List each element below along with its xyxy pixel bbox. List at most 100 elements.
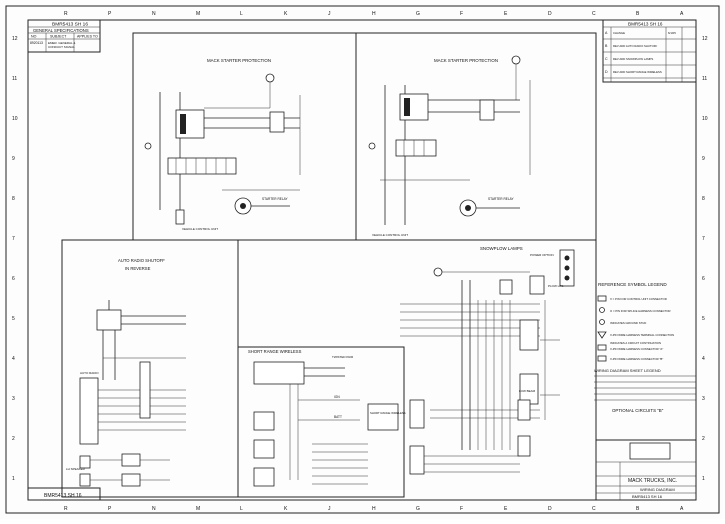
zone-number-left-8: 8	[12, 196, 15, 202]
zone-number-right-10: 10	[702, 116, 708, 122]
zone-letter-top-n: N	[152, 11, 156, 17]
spec-col-subject: SUBJECT	[50, 35, 67, 39]
title-block: MACK TRUCKS, INC. WIRING DIAGRAM BMR5413…	[595, 439, 697, 501]
optional-circuits-label: OPTIONAL CIRCUITS "B"	[612, 408, 664, 413]
zone-letter-bottom-b: B	[636, 506, 640, 512]
zone-number-right-3: 3	[702, 396, 705, 402]
mack-starter-left-title: MACK STARTER PROTECTION	[207, 58, 271, 63]
power-junction-label: POWER OPTION	[530, 253, 554, 257]
vehicle-control-left: VEHICLE CONTROL UNIT	[182, 227, 218, 231]
legend-item: X-PIN WIRE HARNESS CONNECTOR "A"	[610, 347, 663, 351]
zone-number-right-11: 11	[702, 76, 707, 82]
zone-number-right-4: 4	[702, 356, 705, 362]
zone-letter-bottom-f: F	[460, 506, 463, 512]
spec-col-no: NO	[31, 35, 37, 39]
zone-number-right-1: 1	[702, 476, 705, 482]
low-beam-relay-label: LOW BEAM	[519, 389, 536, 393]
wiring-legend-rows	[594, 375, 696, 401]
zone-letter-top-g: G	[416, 11, 420, 17]
zone-letter-bottom-e: E	[504, 506, 508, 512]
zone-letter-bottom-p: P	[108, 506, 112, 512]
legend-title: REFERENCE SYMBOL LEGEND	[598, 282, 667, 287]
zone-letter-top-r: R	[64, 11, 68, 17]
panel-short-range: SHORT RANGE WIRELESS TWISTED PAIR IGN BA…	[237, 346, 406, 498]
zone-number-left-9: 9	[12, 156, 15, 162]
zone-number-left-5: 5	[12, 316, 15, 322]
snowplow-title: SNOWPLOW LAMPS	[480, 246, 523, 251]
zone-number-right-12: 12	[702, 36, 708, 42]
zone-number-left-3: 3	[12, 396, 15, 402]
outer-border	[5, 5, 720, 514]
general-spec-box: BMR5413 SH 16 GENERAL SPECIFICATIONS NO …	[27, 19, 101, 53]
twisted-pair-label: TWISTED PAIR	[332, 355, 354, 359]
inner-border	[27, 19, 697, 501]
spec-row-subject: EMER. GENERAL &	[48, 41, 75, 45]
zone-letter-bottom-c: C	[592, 506, 596, 512]
zone-letter-top-h: H	[372, 11, 376, 17]
zone-letter-top-f: F	[460, 11, 463, 17]
legend-item: O = PIN FOR SPLICE HARNESS CONNECTOR	[610, 309, 670, 313]
spec-row-subject-2: CONDUCT SIGNAL	[48, 45, 75, 49]
zone-number-right-5: 5	[702, 316, 705, 322]
drawing-title: WIRING DIAGRAM	[640, 487, 675, 492]
zone-number-left-2: 2	[12, 436, 15, 442]
general-specs-title: GENERAL SPECIFICATIONS	[33, 28, 89, 33]
panel-auto-radio: AUTO RADIO SHUTOFF IN REVERSE AUTO RADIO…	[61, 239, 239, 498]
zone-letter-bottom-m: M	[196, 506, 200, 512]
zone-letter-bottom-g: G	[416, 506, 420, 512]
sheet-id-bottom: BMR5413 SH 16	[44, 493, 82, 499]
zone-letter-bottom-l: L	[240, 506, 243, 512]
starter-relay-right: STARTER RELAY	[488, 197, 515, 201]
batt-label: BATT	[334, 415, 342, 419]
revision-letter: D	[605, 70, 608, 74]
zone-letter-top-a: A	[680, 11, 684, 17]
zone-letter-bottom-d: D	[548, 506, 552, 512]
zone-letter-top-b: B	[636, 11, 640, 17]
revision-letter: A	[605, 31, 608, 35]
zone-letter-bottom-n: N	[152, 506, 156, 512]
zone-number-right-2: 2	[702, 436, 705, 442]
revision-text: REV ADD SHORT RANGE WIRELESS	[613, 70, 662, 74]
zone-number-left-6: 6	[12, 276, 15, 282]
zone-letter-bottom-j: J	[328, 506, 331, 512]
zone-number-right-9: 9	[702, 156, 705, 162]
zone-letter-bottom-k: K	[284, 506, 288, 512]
auto-radio-title: AUTO RADIO SHUTOFF	[118, 258, 165, 263]
zone-numbers-left: 12 11 10 9 8 7 6 5 4 3 2 1	[12, 36, 18, 482]
revision-letter: B	[605, 44, 608, 48]
zone-letter-top-j: J	[328, 11, 331, 17]
zone-number-left-1: 1	[12, 476, 15, 482]
vehicle-control-right: VEHICLE CONTROL UNIT	[372, 233, 408, 237]
zone-number-left-10: 10	[12, 116, 18, 122]
zone-number-left-11: 11	[12, 76, 17, 82]
revision-letter: C	[605, 57, 608, 61]
sheet-id-top: BMR5413 SH 16	[52, 22, 88, 28]
reference-symbol-legend: REFERENCE SYMBOL LEGEND X = PIN FOR CONT…	[594, 282, 696, 413]
wiring-legend-title: WIRING DIAGRAM SHEET LEGEND	[594, 368, 661, 373]
auto-radio-label: AUTO RADIO	[80, 371, 99, 375]
zone-letter-bottom-a: A	[680, 506, 684, 512]
zone-number-right-8: 8	[702, 196, 705, 202]
zone-number-left-12: 12	[12, 36, 18, 42]
zone-letter-top-c: C	[592, 11, 596, 17]
zone-number-right-6: 6	[702, 276, 705, 282]
zone-number-left-4: 4	[12, 356, 15, 362]
sheet-id-top-right: BMR5413 SH 16	[628, 22, 663, 27]
sheet-no: BMR5413 SH 16	[632, 494, 663, 499]
legend-item: INDICATES GROUND STUD	[610, 321, 646, 325]
zone-letter-top-m: M	[196, 11, 200, 17]
zone-letter-bottom-h: H	[372, 506, 376, 512]
zone-numbers-right: 12 11 10 9 8 7 6 5 4 3 2 1	[702, 36, 708, 482]
zone-number-right-7: 7	[702, 236, 705, 242]
legend-item: INDICATES A CIRCUIT CONTINUATION	[610, 341, 661, 345]
sheet-id-bottom-box	[27, 487, 101, 501]
short-range-title: SHORT RANGE WIRELESS	[248, 349, 302, 354]
zone-number-left-7: 7	[12, 236, 15, 242]
zone-letter-top-d: D	[548, 11, 552, 17]
panel-mack-starter-right: MACK STARTER PROTECTION STARTER RELAY VE…	[355, 32, 597, 241]
mack-starter-right-title: MACK STARTER PROTECTION	[434, 58, 498, 63]
speaker-label: LH SPEAKER	[66, 467, 86, 471]
